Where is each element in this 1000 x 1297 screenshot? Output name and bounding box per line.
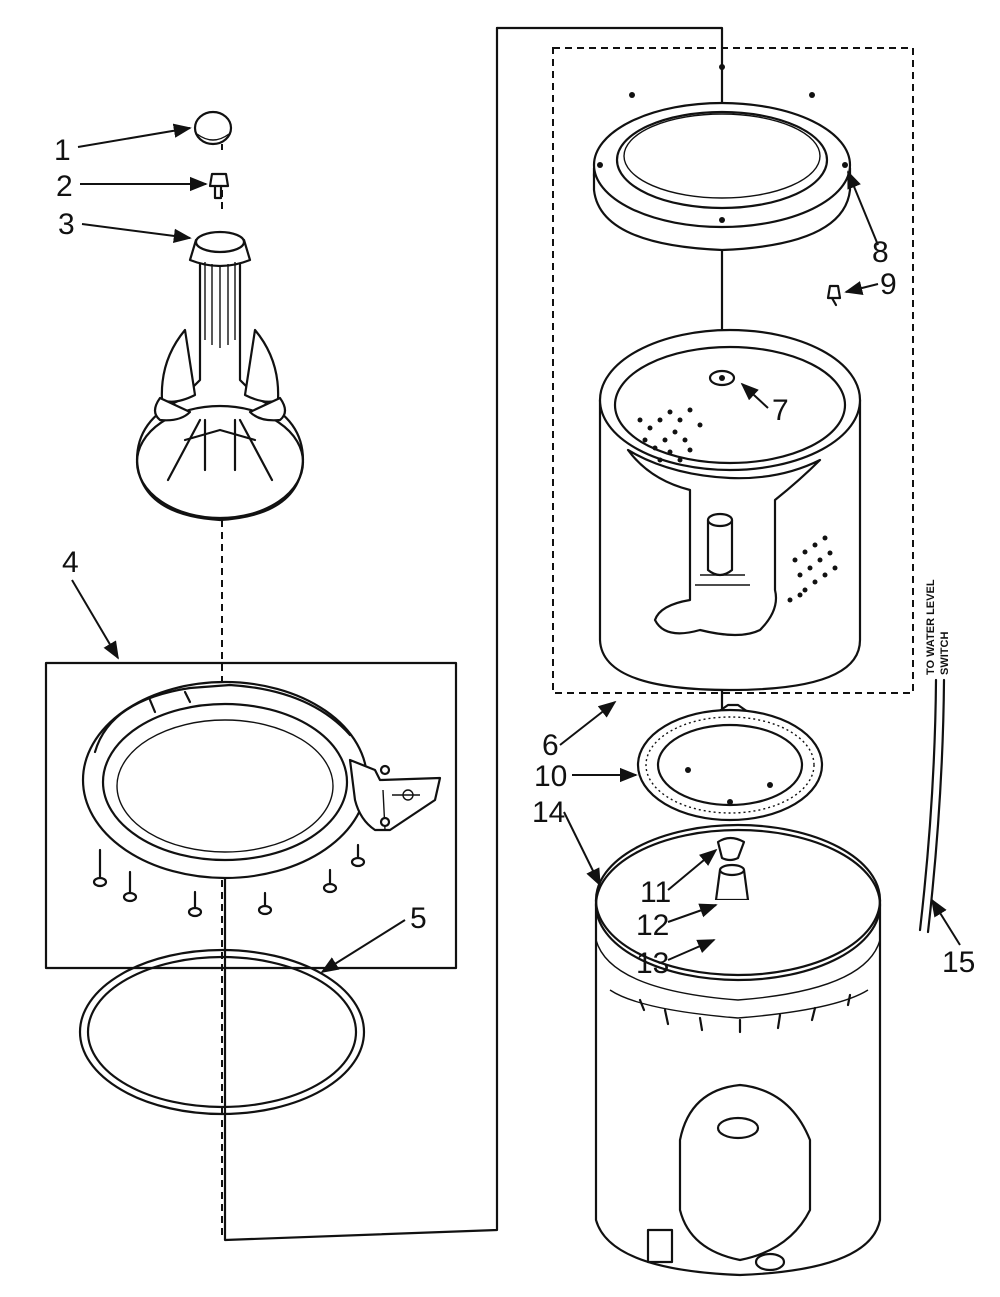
hose-note-line1: TO WATER LEVEL bbox=[925, 579, 937, 675]
agitator-cap bbox=[193, 110, 233, 146]
basket-seal-ring bbox=[81, 680, 442, 918]
callout-11: 11 bbox=[640, 876, 671, 909]
assembly-box-6 bbox=[552, 47, 914, 694]
level-hose bbox=[918, 678, 946, 934]
callout-labels: 1 2 3 4 5 6 7 8 9 10 11 12 13 14 15 bbox=[54, 134, 975, 980]
hub-12 bbox=[714, 863, 750, 902]
ring-screw bbox=[826, 284, 842, 307]
callout-15: 15 bbox=[942, 946, 975, 979]
agitator bbox=[135, 230, 305, 522]
clip-11 bbox=[716, 836, 746, 862]
tub-ring bbox=[592, 64, 852, 252]
callout-6: 6 bbox=[542, 729, 559, 762]
hose-note-line2: SWITCH bbox=[939, 632, 951, 675]
callout-3: 3 bbox=[58, 208, 75, 241]
callout-9: 9 bbox=[880, 268, 897, 301]
hose-note: TO WATER LEVEL SWITCH bbox=[925, 579, 951, 675]
assembly-box-4 bbox=[44, 661, 458, 970]
basket-perforations-right bbox=[787, 535, 838, 603]
callout-1: 1 bbox=[54, 134, 71, 167]
callout-7: 7 bbox=[772, 394, 789, 427]
callout-14: 14 bbox=[532, 796, 565, 829]
spin-basket bbox=[598, 328, 862, 692]
callout-2: 2 bbox=[56, 170, 73, 203]
callout-12: 12 bbox=[636, 909, 669, 942]
agitator-nut bbox=[208, 172, 230, 200]
callout-arrows bbox=[71, 123, 961, 973]
callout-5: 5 bbox=[410, 902, 427, 935]
outer-tub bbox=[594, 823, 882, 1277]
tub-gasket bbox=[78, 948, 366, 1116]
callout-10: 10 bbox=[534, 760, 567, 793]
drive-bell bbox=[636, 708, 824, 822]
callout-4: 4 bbox=[62, 546, 79, 579]
callout-8: 8 bbox=[872, 236, 889, 269]
basket-perforations-left bbox=[637, 407, 703, 463]
callout-13: 13 bbox=[636, 947, 669, 980]
